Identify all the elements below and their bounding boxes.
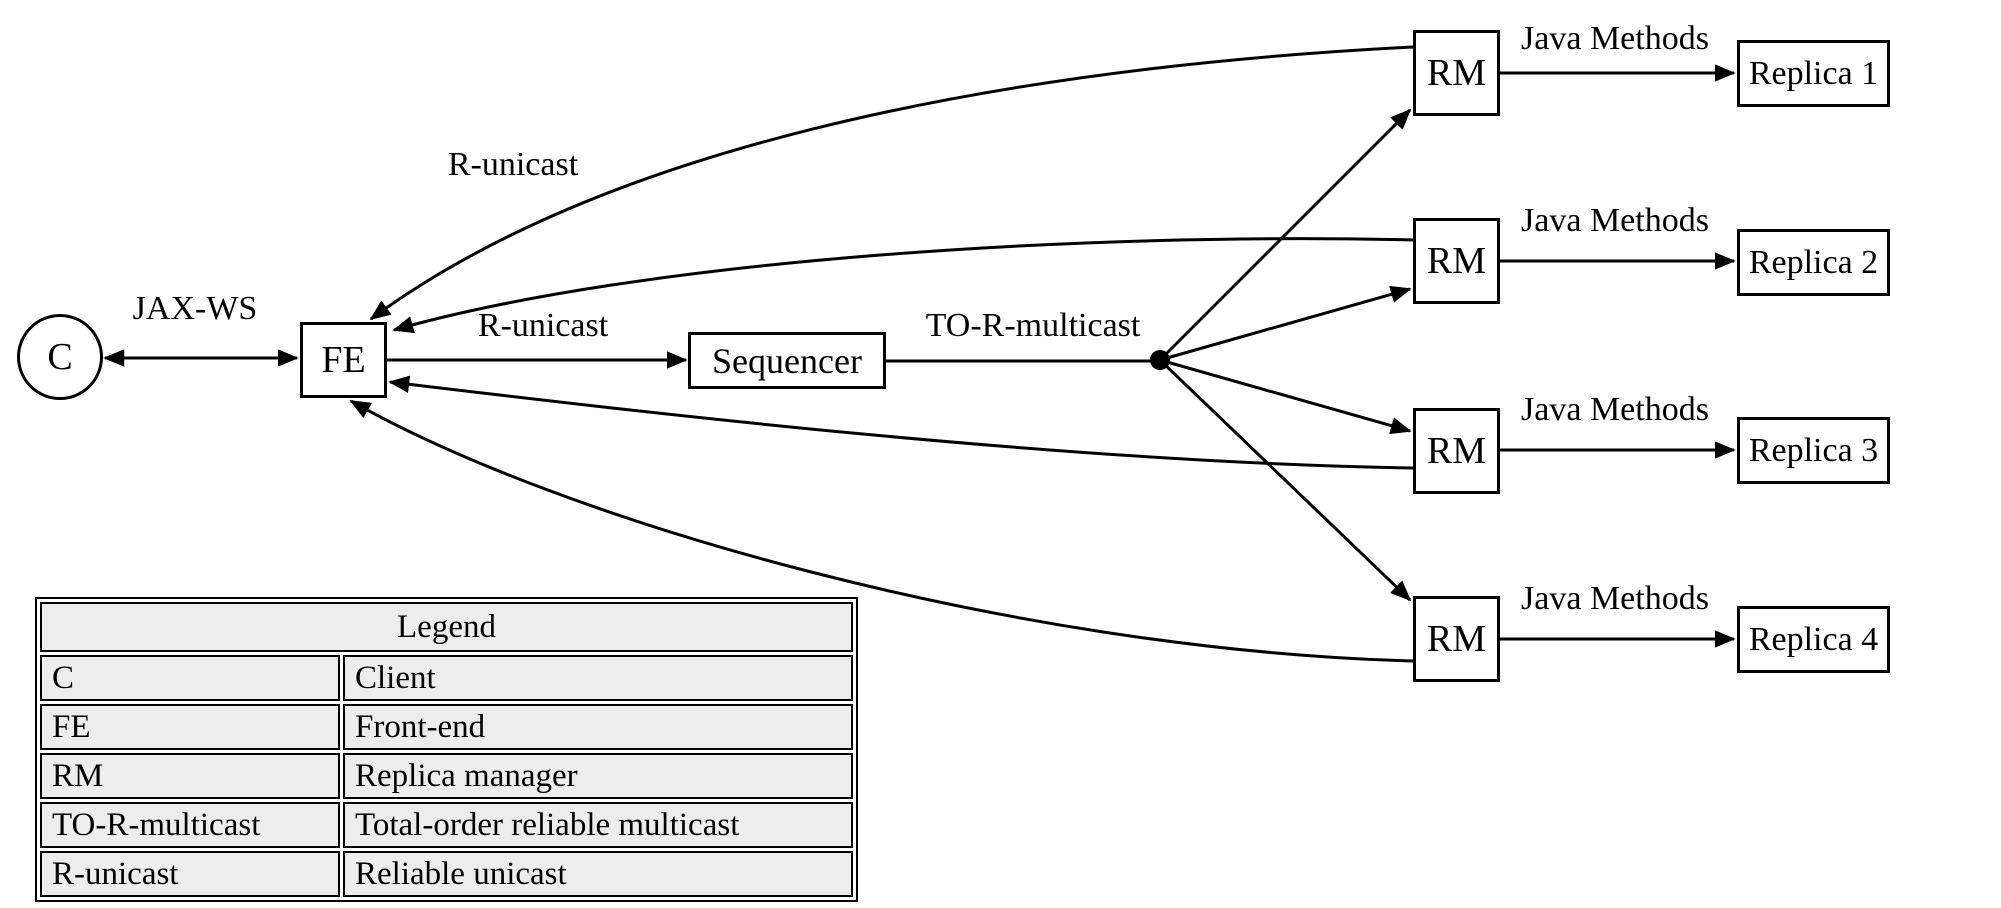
jax-ws-label: JAX-WS: [132, 290, 258, 327]
java-methods-label-2: Java Methods: [1521, 202, 1709, 239]
legend-term: RM: [40, 753, 340, 799]
java-methods-label-3: Java Methods: [1521, 391, 1709, 428]
edge-rm1-frontend-return: [369, 45, 1414, 321]
replica-node-3: Replica 3: [1737, 417, 1890, 484]
legend-row: R-unicast Reliable unicast: [40, 851, 853, 897]
replica-manager-node-1: RM: [1413, 30, 1500, 116]
legend-table: Legend C Client FE Front-end RM Replica …: [35, 597, 858, 902]
legend-definition: Total-order reliable multicast: [343, 802, 853, 848]
legend-row: TO-R-multicast Total-order reliable mult…: [40, 802, 853, 848]
legend-term: R-unicast: [40, 851, 340, 897]
edge-rm4-frontend-return: [349, 399, 1414, 663]
replica-node-1: Replica 1: [1737, 40, 1890, 107]
legend-row: C Client: [40, 655, 853, 701]
replica-manager-node-3: RM: [1413, 408, 1500, 494]
r-unicast-return-label: R-unicast: [447, 146, 579, 183]
frontend-node: FE: [300, 322, 387, 398]
replica-node-4: Replica 4: [1737, 606, 1890, 673]
java-methods-label-4: Java Methods: [1521, 580, 1709, 617]
client-node: C: [17, 314, 103, 400]
legend-title: Legend: [40, 602, 853, 652]
sequencer-node: Sequencer: [688, 332, 886, 389]
legend-header-row: Legend: [40, 602, 853, 652]
edge-multicast-rm4: [1158, 358, 1412, 602]
replica-node-2: Replica 2: [1737, 229, 1890, 296]
legend-term: FE: [40, 704, 340, 750]
replica-manager-node-4: RM: [1413, 596, 1500, 682]
legend-term: TO-R-multicast: [40, 802, 340, 848]
legend-definition: Replica manager: [343, 753, 853, 799]
legend-row: RM Replica manager: [40, 753, 853, 799]
multicast-point: [1150, 350, 1170, 370]
legend-definition: Reliable unicast: [343, 851, 853, 897]
edge-multicast-rm3: [1159, 358, 1412, 435]
replica-manager-node-2: RM: [1413, 218, 1500, 304]
legend-definition: Client: [343, 655, 853, 701]
legend-row: FE Front-end: [40, 704, 853, 750]
edge-rm3-frontend-return: [388, 375, 1414, 470]
legend-definition: Front-end: [343, 704, 853, 750]
edge-multicast-rm1: [1158, 108, 1412, 362]
edge-multicast-rm2: [1159, 285, 1412, 362]
to-r-multicast-label: TO-R-multicast: [925, 307, 1141, 344]
edge-rm2-frontend-return: [392, 237, 1414, 334]
java-methods-label-1: Java Methods: [1521, 20, 1709, 57]
r-unicast-forward-label: R-unicast: [477, 307, 609, 344]
legend-term: C: [40, 655, 340, 701]
